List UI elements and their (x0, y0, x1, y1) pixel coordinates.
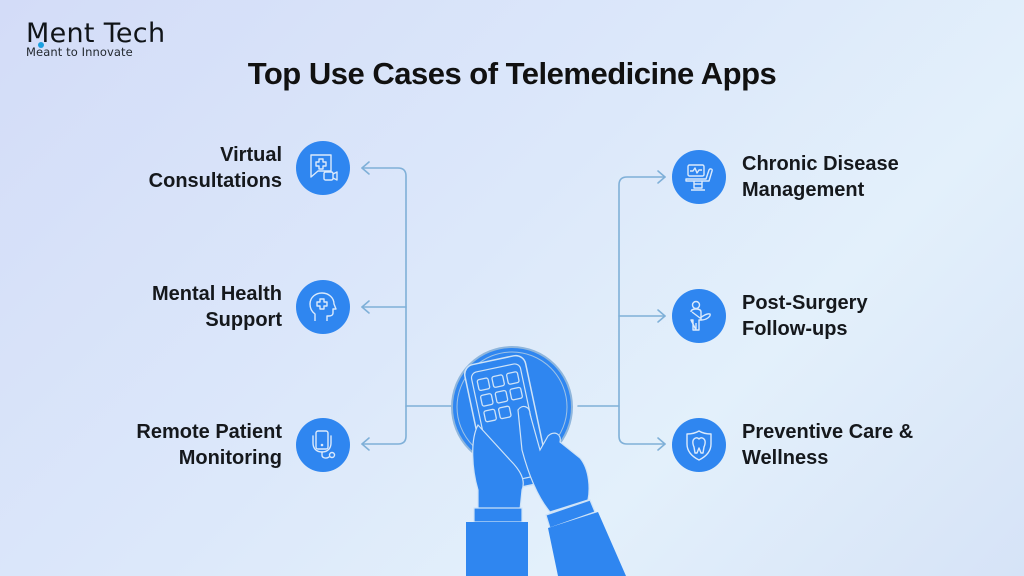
label-line1: Post-Surgery (742, 292, 868, 314)
patient-sling-icon (672, 289, 726, 343)
label-line2: Support (205, 309, 282, 331)
label-line1: Mental Health (151, 283, 282, 305)
tooth-shield-icon (672, 418, 726, 472)
label-line2: Wellness (742, 447, 829, 469)
medical-chair-monitor-icon (672, 150, 726, 204)
page-title: Top Use Cases of Telemedicine Apps (247, 56, 777, 91)
use-case-post-surgery-follow-ups: Post-Surgery Follow-ups (672, 289, 868, 343)
label-line1: Virtual (220, 144, 282, 166)
logo-dot (38, 42, 44, 48)
use-case-remote-patient-monitoring: Remote Patient Monitoring (136, 418, 350, 472)
mental-health-icon (296, 280, 350, 334)
logo-tagline: Meant to Innovate (26, 45, 133, 59)
hands-holding-phone-icon (451, 346, 626, 576)
label-line2: Management (742, 179, 865, 201)
logo-name: Ment Tech (26, 18, 166, 49)
label-line1: Remote Patient (136, 421, 282, 443)
use-case-preventive-care-wellness: Preventive Care & Wellness (672, 418, 913, 472)
label-line1: Preventive Care & (742, 421, 914, 443)
label-line2: Follow-ups (742, 318, 848, 340)
use-case-virtual-consultations: Virtual Consultations (149, 141, 350, 195)
remote-monitoring-icon (296, 418, 350, 472)
label-line2: Consultations (148, 170, 282, 192)
video-consultation-icon (296, 141, 350, 195)
label-line2: Monitoring (178, 447, 282, 469)
brand-logo: Ment Tech Meant to Innovate (26, 18, 166, 60)
use-case-mental-health-support: Mental Health Support (152, 280, 350, 334)
use-case-chronic-disease-management: Chronic Disease Management (672, 150, 899, 204)
label-line1: Chronic Disease (742, 153, 899, 175)
